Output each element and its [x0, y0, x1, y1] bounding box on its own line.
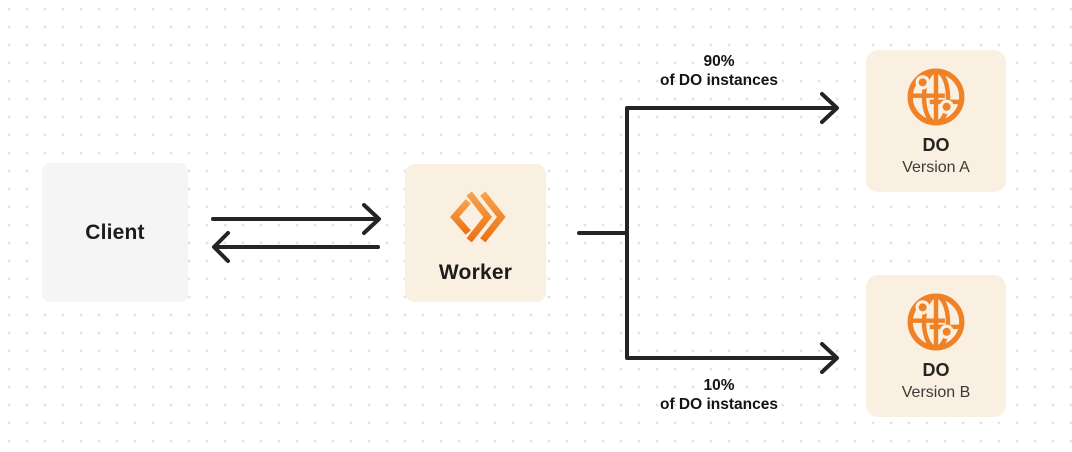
branch-caption-label: of DO instances: [660, 72, 778, 89]
arrow-client-to-worker: [211, 203, 381, 235]
node-do-version-a: DO Version A: [866, 50, 1006, 192]
top-branch-label: 90% of DO instances: [594, 52, 844, 90]
do-a-subtitle: Version A: [902, 159, 970, 176]
node-client: Client: [42, 163, 188, 302]
branch-caption-label: of DO instances: [660, 396, 778, 413]
bottom-branch-label: 10% of DO instances: [594, 376, 844, 414]
branch-split-lines: [625, 92, 839, 374]
globe-icon: [904, 290, 968, 354]
node-worker: Worker: [405, 164, 546, 302]
branch-percent-label: 90%: [703, 53, 735, 70]
do-b-title: DO: [922, 360, 950, 380]
branch-percent-label: 10%: [703, 377, 735, 394]
workers-chevrons-icon: [441, 181, 511, 251]
worker-label: Worker: [438, 261, 513, 284]
do-b-subtitle: Version B: [901, 384, 971, 401]
globe-icon: [904, 65, 968, 129]
do-a-title: DO: [922, 135, 950, 155]
arrow-worker-to-client: [212, 231, 380, 263]
client-label: Client: [85, 220, 145, 244]
node-do-version-b: DO Version B: [866, 275, 1006, 417]
